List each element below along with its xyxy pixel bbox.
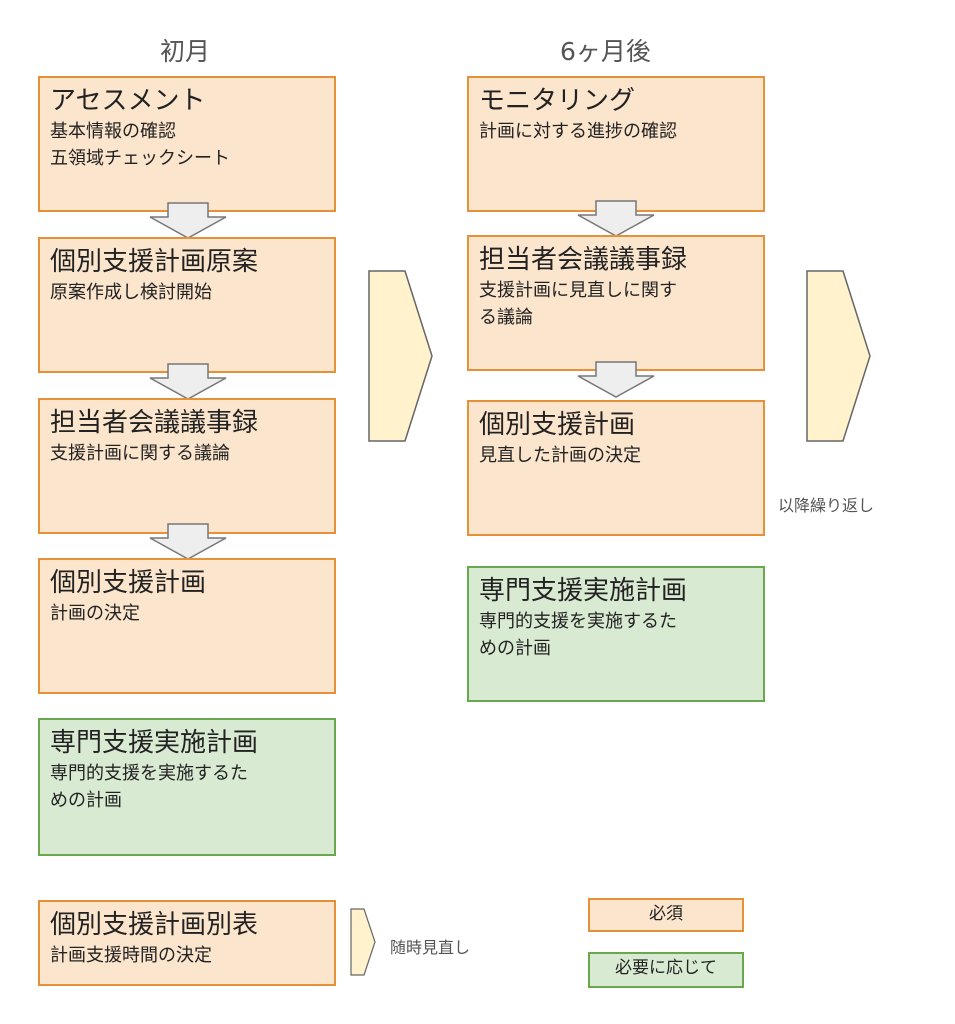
revised-plan-box: 個別支援計画 見直した計画の決定 [467, 400, 765, 536]
revised-plan-title: 個別支援計画 [479, 410, 636, 440]
plan-box: 個別支援計画 計画の決定 [38, 558, 336, 694]
meeting-box: 担当者会議議事録 支援計画に関する議論 [38, 398, 336, 534]
repeat-note: 以降繰り返し [778, 496, 875, 515]
meeting-title: 担当者会議議事録 [50, 408, 259, 438]
review-meeting-line-2: る議論 [479, 307, 533, 328]
review-meeting-title: 担当者会議議事録 [479, 245, 688, 275]
appendix-box: 個別支援計画別表 計画支援時間の決定 [38, 900, 336, 986]
chevron-right-icon [806, 270, 871, 442]
plan-title: 個別支援計画 [50, 568, 207, 598]
assessment-line-2: 五領域チェックシート [50, 148, 230, 169]
review-special-plan-line-2: めの計画 [479, 638, 551, 659]
down-arrow-icon [149, 363, 227, 400]
legend-required: 必須 [588, 898, 744, 932]
revision-note: 随時見直し [390, 938, 471, 957]
chevron-right-icon [368, 270, 433, 442]
revised-plan-line-1: 見直した計画の決定 [479, 445, 641, 466]
review-special-plan-box: 専門支援実施計画 専門的支援を実施するた めの計画 [467, 566, 765, 702]
monitoring-box: モニタリング 計画に対する進捗の確認 [467, 76, 765, 212]
down-arrow-icon [577, 361, 655, 398]
special-plan-title: 専門支援実施計画 [50, 728, 259, 758]
appendix-line-1: 計画支援時間の決定 [50, 945, 212, 966]
assessment-box: アセスメント 基本情報の確認 五領域チェックシート [38, 76, 336, 212]
appendix-title: 個別支援計画別表 [50, 910, 259, 940]
assessment-title: アセスメント [50, 86, 206, 116]
review-special-plan-title: 専門支援実施計画 [479, 576, 688, 606]
draft-plan-title: 個別支援計画原案 [50, 247, 259, 277]
review-special-plan-line-1: 専門的支援を実施するた [479, 611, 677, 632]
down-arrow-icon [149, 202, 227, 239]
special-plan-line-1: 専門的支援を実施するた [50, 763, 248, 784]
assessment-line-1: 基本情報の確認 [50, 121, 176, 142]
draft-plan-line-1: 原案作成し検討開始 [50, 282, 212, 303]
review-meeting-line-1: 支援計画に見直しに関す [479, 280, 677, 301]
down-arrow-icon [577, 200, 655, 237]
special-plan-box: 専門支援実施計画 専門的支援を実施するた めの計画 [38, 718, 336, 856]
chevron-right-icon [350, 908, 376, 976]
column-header-six-months: 6ヶ月後 [560, 37, 651, 66]
review-meeting-box: 担当者会議議事録 支援計画に見直しに関す る議論 [467, 235, 765, 371]
plan-line-1: 計画の決定 [50, 603, 140, 624]
monitoring-line-1: 計画に対する進捗の確認 [479, 121, 677, 142]
meeting-line-1: 支援計画に関する議論 [50, 443, 230, 464]
special-plan-line-2: めの計画 [50, 790, 122, 811]
down-arrow-icon [149, 523, 227, 560]
column-header-first-month: 初月 [160, 37, 211, 66]
legend-optional: 必要に応じて [588, 952, 744, 988]
monitoring-title: モニタリング [479, 86, 636, 116]
draft-plan-box: 個別支援計画原案 原案作成し検討開始 [38, 237, 336, 373]
